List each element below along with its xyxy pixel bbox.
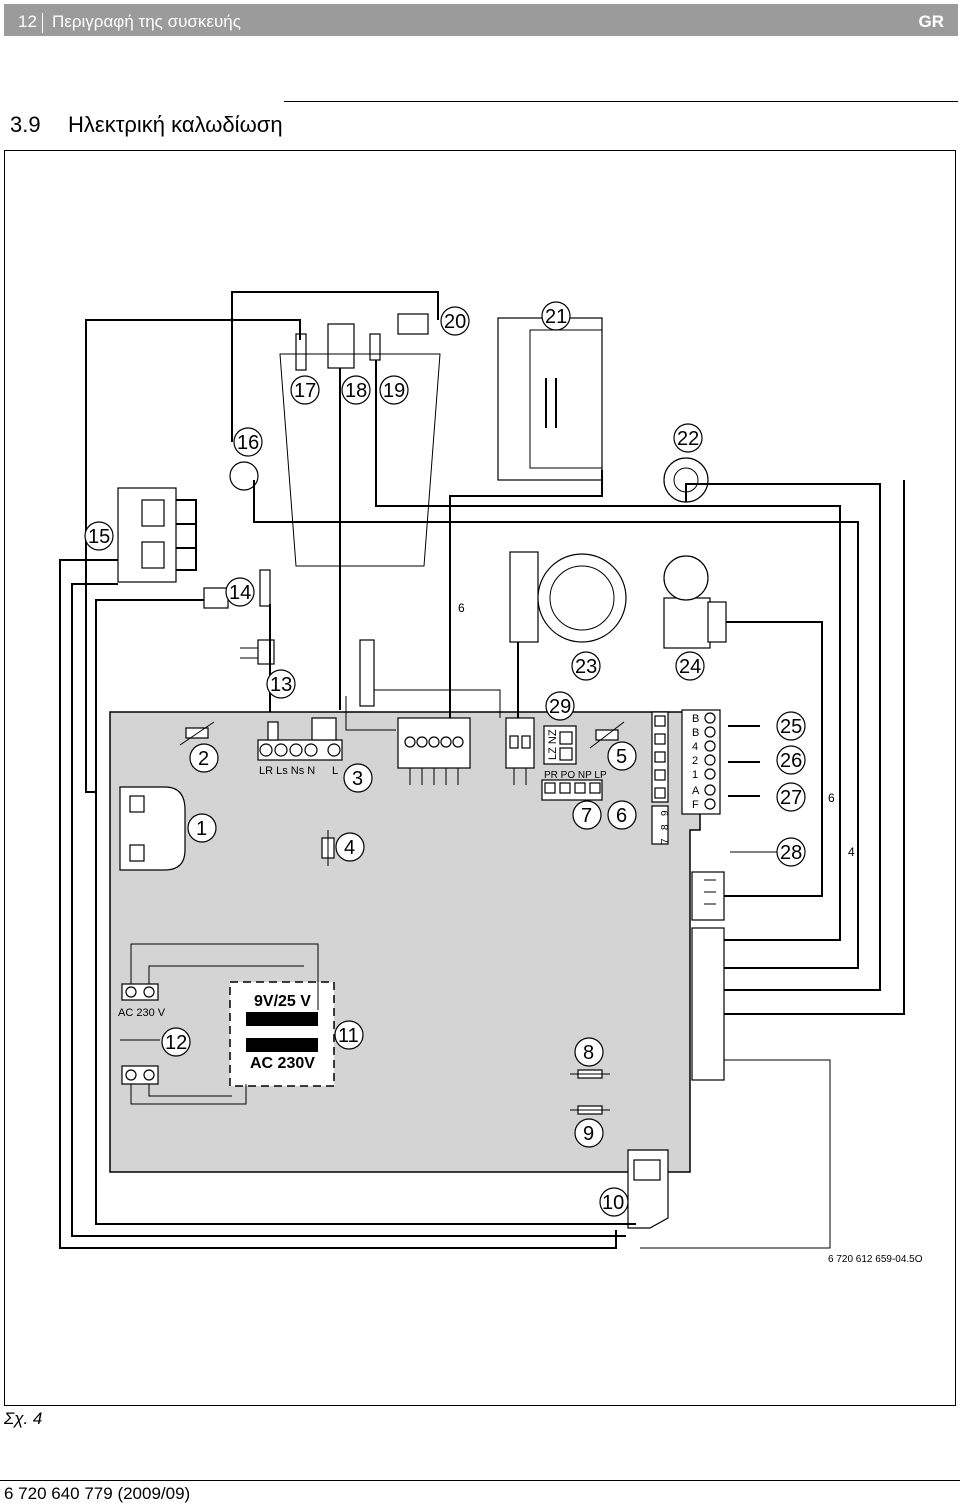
callout-19: 19	[383, 380, 405, 402]
bus-label-1: 1	[692, 769, 698, 781]
board-connector-1	[119, 786, 186, 871]
connector-block-pump	[505, 717, 535, 785]
pin-labels: 9 8 7	[660, 810, 671, 844]
svg-text:LZ NZ: LZ NZ	[547, 729, 559, 760]
callout-6: 6	[616, 805, 627, 827]
transformer-11	[229, 981, 335, 1087]
callout-8: 8	[583, 1042, 594, 1064]
section-rule	[284, 101, 958, 102]
section-title: Ηλεκτρική καλωδίωση	[68, 112, 283, 137]
figure-caption: Σχ. 4	[4, 1409, 43, 1428]
lz-nz-connector: LZ NZ	[543, 725, 577, 765]
wire-count-label-4: 4	[848, 845, 855, 859]
callout-9: 9	[583, 1123, 594, 1145]
wire-count-label-6a: 6	[458, 601, 465, 615]
transformer-bottom-label: AC 230V	[250, 1055, 315, 1072]
earth-block	[359, 639, 375, 707]
gas-valve-15	[117, 487, 177, 583]
callout-12: 12	[165, 1032, 187, 1054]
connector-6	[651, 711, 669, 845]
header-title: Περιγραφή της συσκευής	[52, 12, 241, 31]
callouts: 1 2 3 4 5 6 7 8 9 10 11 12 13 14 15 16 1…	[84, 301, 806, 1217]
callout-13: 13	[270, 674, 292, 696]
sensor-16	[229, 461, 259, 491]
wires	[59, 291, 905, 1249]
mains-label: AC 230 V	[118, 1007, 166, 1019]
callout-20: 20	[444, 311, 466, 333]
potentiometer-5	[589, 721, 625, 749]
callout-11: 11	[338, 1025, 359, 1047]
connector-labels: PR PO NP LP	[544, 770, 607, 781]
callout-18: 18	[345, 380, 367, 402]
section-number: 3.9	[10, 112, 41, 137]
callout-24: 24	[679, 656, 701, 678]
callout-1: 1	[196, 818, 207, 840]
bus-label-b2: B	[692, 727, 699, 739]
callout-5: 5	[616, 746, 627, 768]
callout-26: 26	[780, 750, 802, 772]
bus-label-2: 2	[692, 755, 698, 767]
terminal-strip-3	[257, 717, 343, 761]
callout-16: 16	[237, 432, 259, 454]
footer-rule	[0, 1480, 960, 1481]
bus-label-a: A	[692, 785, 700, 797]
fuse-9	[570, 1105, 610, 1115]
valve-24	[663, 555, 727, 649]
callout-14: 14	[229, 582, 251, 604]
callout-21: 21	[545, 306, 567, 328]
pin-label-8: 8	[660, 824, 671, 830]
bus-label-b1: B	[692, 713, 699, 725]
terminal-labels: LR Ls Ns N	[259, 765, 315, 777]
callout-15: 15	[88, 526, 110, 548]
header-divider	[42, 13, 43, 33]
pin-label-7: 7	[660, 838, 671, 844]
callout-22: 22	[677, 428, 699, 450]
control-board	[109, 711, 701, 1173]
potentiometer-2	[179, 721, 215, 746]
callout-25: 25	[780, 716, 802, 738]
bus-label-f: F	[692, 799, 699, 811]
figure-frame	[4, 150, 956, 1406]
transformer-top-label: 9V/25 V	[254, 993, 311, 1010]
callout-27: 27	[780, 787, 802, 809]
callout-7: 7	[581, 805, 592, 827]
connector-7	[541, 779, 603, 801]
header-bar: 12 Περιγραφή της συσκευής GR	[4, 4, 958, 36]
connector-block-main	[397, 717, 471, 785]
coding-plug-10	[627, 1149, 669, 1229]
plug-13	[240, 639, 275, 665]
callout-10: 10	[602, 1192, 624, 1214]
bus-label-4: 4	[692, 741, 698, 753]
callout-17: 17	[294, 380, 316, 402]
drawing-number: 6 720 612 659-04.5O	[828, 1254, 923, 1265]
bus-labels: B B 4 2 1 A F	[692, 713, 700, 811]
transformer-ignition-21	[497, 317, 603, 481]
language-code: GR	[918, 12, 945, 31]
wire-count-label-6b: 6	[828, 791, 835, 805]
pin-label-9: 9	[660, 810, 671, 816]
electrodes-17-18-19	[279, 313, 441, 567]
mains-connector-12	[120, 983, 160, 1085]
pump-23	[509, 551, 627, 643]
sensor-14	[203, 569, 271, 609]
page-number: 12	[18, 12, 37, 31]
right-connectors	[691, 871, 725, 1081]
terminal-l-label: L	[332, 765, 338, 777]
callout-4: 4	[344, 837, 355, 859]
callout-28: 28	[780, 842, 802, 864]
callout-29: 29	[549, 696, 571, 718]
footer-document-number: 6 720 640 779 (2009/09)	[4, 1484, 191, 1503]
bus-terminal-strip	[681, 709, 721, 815]
fuse-4	[321, 830, 335, 866]
callout-2: 2	[198, 748, 209, 770]
callout-23: 23	[575, 656, 597, 678]
callout-3: 3	[352, 768, 363, 790]
fuse-8	[570, 1069, 610, 1079]
